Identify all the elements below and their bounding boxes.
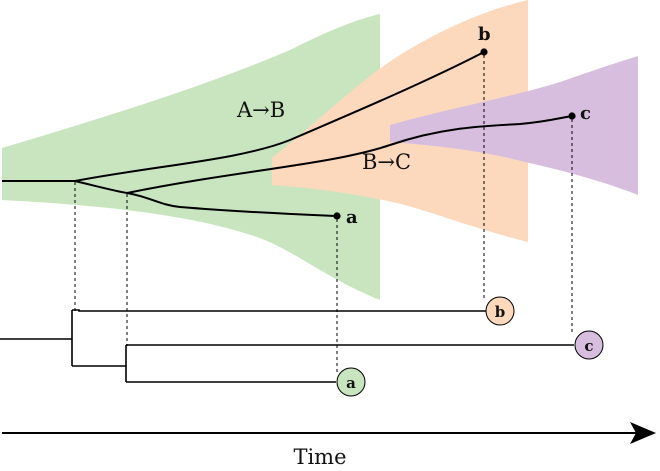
time-tree	[2, 51, 573, 217]
tip-label-a: a	[346, 207, 358, 228]
population-a-shape	[2, 14, 380, 300]
projection-guides	[74, 55, 573, 372]
lineage-to-c	[126, 115, 573, 194]
tip-label-b: b	[478, 24, 491, 45]
transition-label-a-b: A→B	[236, 98, 285, 122]
tree-node-label-b: b	[495, 303, 506, 321]
lineage-to-b	[74, 51, 485, 182]
tree-branch-b	[72, 309, 486, 312]
population-b-shape	[272, 0, 528, 242]
tree-node-label-a: a	[346, 374, 356, 392]
reconstructed-tree	[0, 309, 574, 383]
tree-node-a	[336, 367, 366, 397]
lineage-to-a	[126, 192, 337, 217]
tree-node-b	[485, 296, 515, 326]
time-axis-label: Time	[293, 445, 346, 466]
tip-node-a	[333, 212, 341, 220]
population-c-shape	[390, 56, 638, 195]
tree-node-label-c: c	[584, 337, 593, 355]
tree-node-c	[574, 330, 604, 360]
tip-label-c: c	[580, 103, 591, 124]
tip-node-c	[568, 112, 576, 120]
time-axis-arrowhead-icon	[630, 422, 656, 444]
transition-label-b-c: B→C	[362, 150, 411, 174]
lineage-split	[74, 180, 128, 194]
tip-node-b	[480, 48, 488, 56]
